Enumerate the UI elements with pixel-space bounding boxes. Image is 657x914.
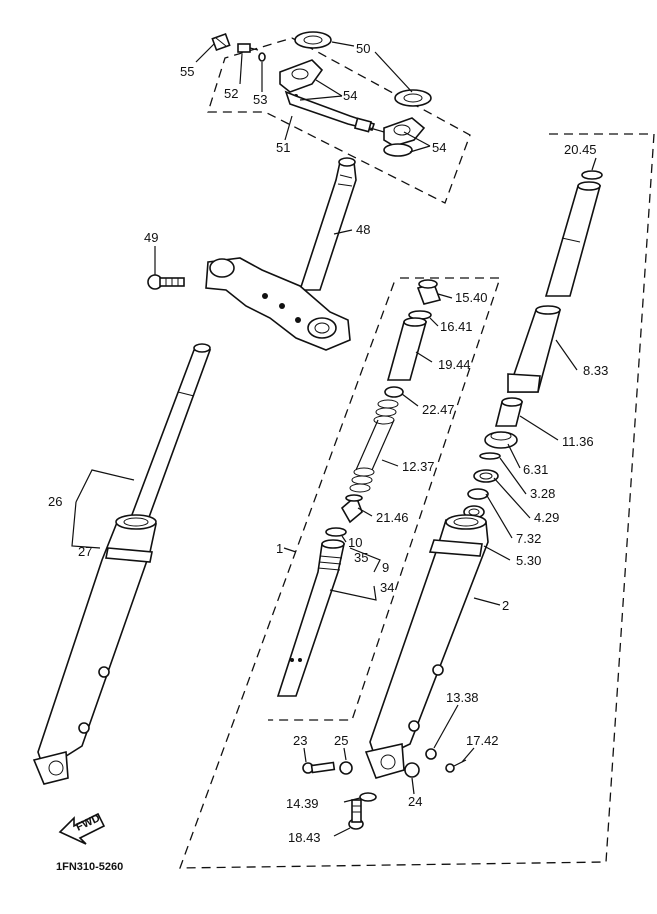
washer-25-part (339, 761, 353, 775)
callout-49: 49 (144, 230, 158, 245)
lower-grip-part (394, 89, 432, 107)
diagram-code: 1FN310-5260 (56, 861, 123, 873)
gasket-14-part (359, 792, 377, 802)
damper-group-outline (268, 277, 501, 721)
callout-34: 34 (380, 580, 394, 595)
callout-54-upper: 54 (343, 88, 357, 103)
callout-9: 9 (382, 560, 389, 575)
callout-22-47: 22.47 (422, 402, 455, 417)
steering-stem-part (298, 157, 357, 291)
bolt-18-part (348, 799, 364, 830)
bolt-17-part (445, 759, 467, 773)
bolt-23-part (302, 761, 336, 774)
pinch-bolt-49-part (147, 274, 185, 290)
callout-52: 52 (224, 86, 238, 101)
washer-24-part (404, 762, 420, 778)
callout-54-lower: 54 (432, 140, 446, 155)
right-fork-internals (463, 170, 603, 519)
handlebar-bar (284, 90, 385, 133)
callout-5-30: 5.30 (516, 553, 541, 568)
callout-23: 23 (293, 733, 307, 748)
cap-nut-part (211, 32, 231, 52)
handlebar-parts (211, 31, 432, 157)
right-inner-tube-upper (544, 185, 602, 297)
handlebar-group-outline (207, 37, 471, 204)
callout-4-29: 4.29 (534, 510, 559, 525)
cap-bolt-part (416, 279, 442, 305)
callout-19-44: 19.44 (438, 357, 471, 372)
callout-17-42: 17.42 (466, 733, 499, 748)
callout-53: 53 (253, 92, 267, 107)
handlebar-holder-right (383, 117, 426, 157)
fork-spring-part (349, 399, 399, 493)
callout-6-31: 6.31 (523, 462, 548, 477)
spring-seat-part (384, 386, 404, 398)
taper-spindle-part (340, 494, 363, 524)
callout-21-46: 21.46 (376, 510, 409, 525)
oil-seal-part (484, 431, 518, 449)
callout-24: 24 (408, 794, 422, 809)
spacer-7-part (467, 488, 489, 500)
callout-18-43: 18.43 (288, 830, 321, 845)
callout-7-32: 7.32 (516, 531, 541, 546)
left-inner-tube (128, 349, 212, 521)
callout-15-40: 15.40 (455, 290, 488, 305)
right-outer-tube (364, 514, 489, 779)
leader-lines (71, 41, 597, 837)
clip-3-part (479, 452, 501, 460)
callout-13-38: 13.38 (446, 690, 479, 705)
callout-55: 55 (180, 64, 194, 79)
washer-4-part (473, 469, 499, 483)
callout-48: 48 (356, 222, 370, 237)
under-bracket-part (205, 257, 351, 351)
callout-8-33: 8.33 (583, 363, 608, 378)
washer-53-part (258, 52, 266, 62)
callout-26: 26 (48, 494, 62, 509)
callout-10: 10 (348, 535, 362, 550)
callout-35: 35 (354, 550, 368, 565)
callout-labels: 55 52 53 50 54 54 51 48 49 26 27 20.45 1… (48, 41, 608, 873)
group-outlines (179, 37, 655, 869)
bottom-hardware (302, 748, 467, 830)
callout-20-45: 20.45 (564, 142, 597, 157)
bolt-52-part (237, 43, 259, 53)
spacer-19-part (386, 321, 428, 381)
damper-parts (276, 279, 442, 697)
washer-13-part (425, 748, 437, 760)
piston-ring-part (325, 527, 347, 537)
callout-2: 2 (502, 598, 509, 613)
callout-12-37: 12.37 (402, 459, 435, 474)
callout-1: 1 (276, 541, 283, 556)
callout-16-41: 16.41 (440, 319, 473, 334)
callout-50: 50 (356, 41, 370, 56)
callout-14-39: 14.39 (286, 796, 319, 811)
forward-arrow-icon: FWD (58, 812, 106, 845)
circlip-part (581, 170, 603, 180)
callout-51: 51 (276, 140, 290, 155)
callout-3-28: 3.28 (530, 486, 555, 501)
callout-27: 27 (78, 544, 92, 559)
callout-25: 25 (334, 733, 348, 748)
callout-11-36: 11.36 (562, 434, 594, 449)
upper-grip-part (294, 31, 332, 49)
left-fork-assembly (32, 343, 212, 785)
damper-rod-part (276, 539, 345, 697)
